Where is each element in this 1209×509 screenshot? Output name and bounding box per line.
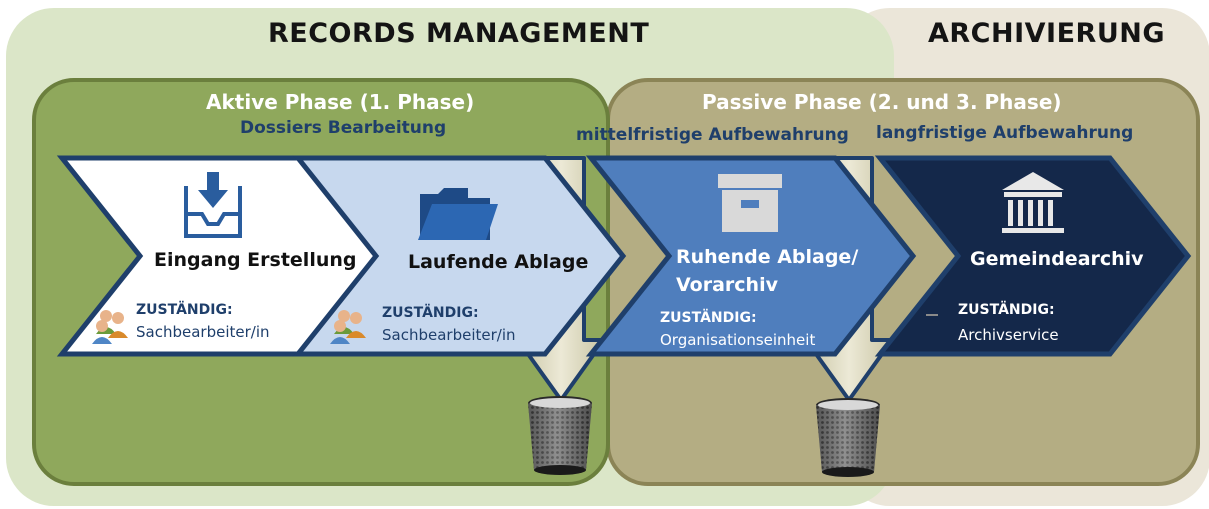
step-responsible-label: ZUSTÄNDIG: (958, 302, 1055, 318)
people-icon (330, 310, 366, 344)
step-responsible-label: ZUSTÄNDIG: (660, 310, 757, 326)
institution-building-icon (1002, 172, 1064, 233)
step-title-vorarchiv: Vorarchiv (676, 274, 778, 296)
step-responsible-label: ZUSTÄNDIG: (136, 302, 233, 318)
trash-bin-icon (528, 396, 592, 475)
passive-subtitle-long: langfristige Aufbewahrung (876, 123, 1134, 143)
step-chevron-4 (874, 155, 1192, 357)
people-icon (92, 310, 128, 344)
passive-phase-title: Passive Phase (2. und 3. Phase) (702, 90, 1062, 114)
trash-bin-icon (816, 398, 880, 477)
active-phase-subtitle: Dossiers Bearbeitung (240, 118, 447, 138)
zone-title-records-management: RECORDS MANAGEMENT (268, 18, 650, 49)
decorative-dash (926, 314, 938, 316)
folder-icon (418, 188, 498, 240)
step-responsible-label: ZUSTÄNDIG: (382, 305, 479, 321)
step-title-gemeindearchiv: Gemeindearchiv (970, 248, 1144, 270)
step-chevron-3 (585, 155, 917, 357)
zone-title-archivierung: ARCHIVIERUNG (928, 18, 1166, 49)
active-phase-title: Aktive Phase (1. Phase) (206, 90, 475, 114)
step-title-ruhende-ablage: Ruhende Ablage/ (676, 246, 859, 268)
step-responsible-value: Organisationseinheit (660, 331, 816, 349)
step-responsible-value: Sachbearbeiter/in (136, 323, 270, 341)
step-title-eingang: Eingang Erstellung (154, 249, 357, 271)
step-responsible-value: Archivservice (958, 326, 1059, 344)
archive-box-icon (718, 174, 782, 232)
step-chevron-2 (292, 155, 627, 357)
passive-subtitle-mid: mittelfristige Aufbewahrung (576, 125, 849, 145)
step-title-laufende-ablage: Laufende Ablage (408, 251, 589, 273)
inbox-download-icon (184, 172, 242, 238)
step-responsible-value: Sachbearbeiter/in (382, 326, 516, 344)
